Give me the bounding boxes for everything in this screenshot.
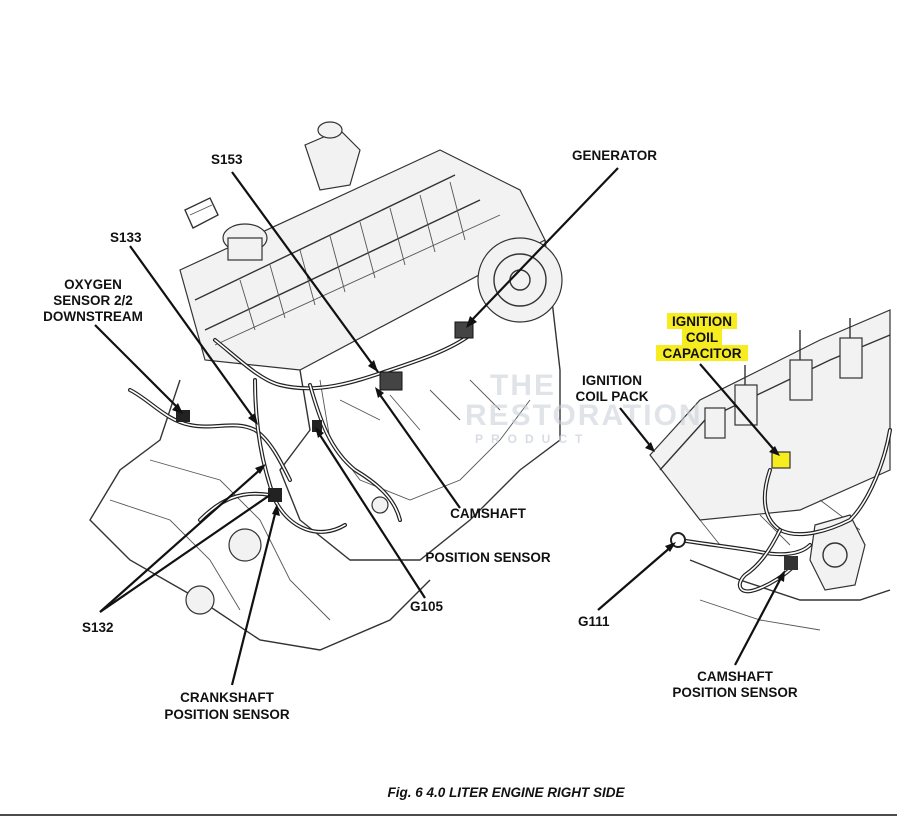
label-s133: S133: [110, 230, 142, 245]
watermark: THE RESTORATION PRODUCT: [465, 369, 703, 446]
label-ignition-coil-capacitor-line3: CAPACITOR: [662, 346, 741, 361]
label-ignition-coil-capacitor-line1: IGNITION: [672, 314, 732, 329]
capacitor-highlight: [771, 451, 791, 469]
label-ignition-coil-pack-line2: COIL PACK: [575, 389, 648, 404]
label-camshaft-left-line2: POSITION SENSOR: [425, 550, 551, 565]
label-oxygen-sensor-line3: DOWNSTREAM: [43, 309, 143, 324]
watermark-line1: THE: [490, 369, 556, 402]
engine-illustration-left: [89, 121, 563, 651]
label-camshaft-right-line1: CAMSHAFT: [697, 669, 773, 684]
labels: S153 GENERATOR S133 OXYGEN SENSOR 2/2 DO…: [43, 148, 798, 722]
watermark-line3: PRODUCT: [475, 432, 590, 446]
label-oxygen-sensor-line1: OXYGEN: [64, 277, 122, 292]
label-s132: S132: [82, 620, 114, 635]
highlight-coil: [682, 329, 722, 345]
label-camshaft-left-line1: CAMSHAFT: [450, 506, 526, 521]
label-crankshaft-line2: POSITION SENSOR: [164, 707, 290, 722]
label-g111: G111: [578, 614, 610, 629]
label-ignition-coil-capacitor-line2: COIL: [686, 330, 718, 345]
label-s153: S153: [211, 152, 243, 167]
label-generator: GENERATOR: [572, 148, 657, 163]
wiring-harness-right: [670, 428, 892, 594]
highlight-capacitor: [656, 345, 748, 361]
label-crankshaft-line1: CRANKSHAFT: [180, 690, 274, 705]
label-g105: G105: [410, 599, 444, 614]
watermark-line2: RESTORATION: [465, 399, 703, 432]
label-camshaft-right-line2: POSITION SENSOR: [672, 685, 798, 700]
figure-caption: Fig. 6 4.0 LITER ENGINE RIGHT SIDE: [387, 785, 625, 800]
highlight-ignition: [667, 313, 737, 329]
leader-lines: [94, 167, 785, 686]
label-oxygen-sensor-line2: SENSOR 2/2: [53, 293, 133, 308]
wiring-harness-left: [128, 321, 474, 534]
engine-illustration-right: [649, 309, 891, 631]
label-ignition-coil-pack-line1: IGNITION: [582, 373, 642, 388]
